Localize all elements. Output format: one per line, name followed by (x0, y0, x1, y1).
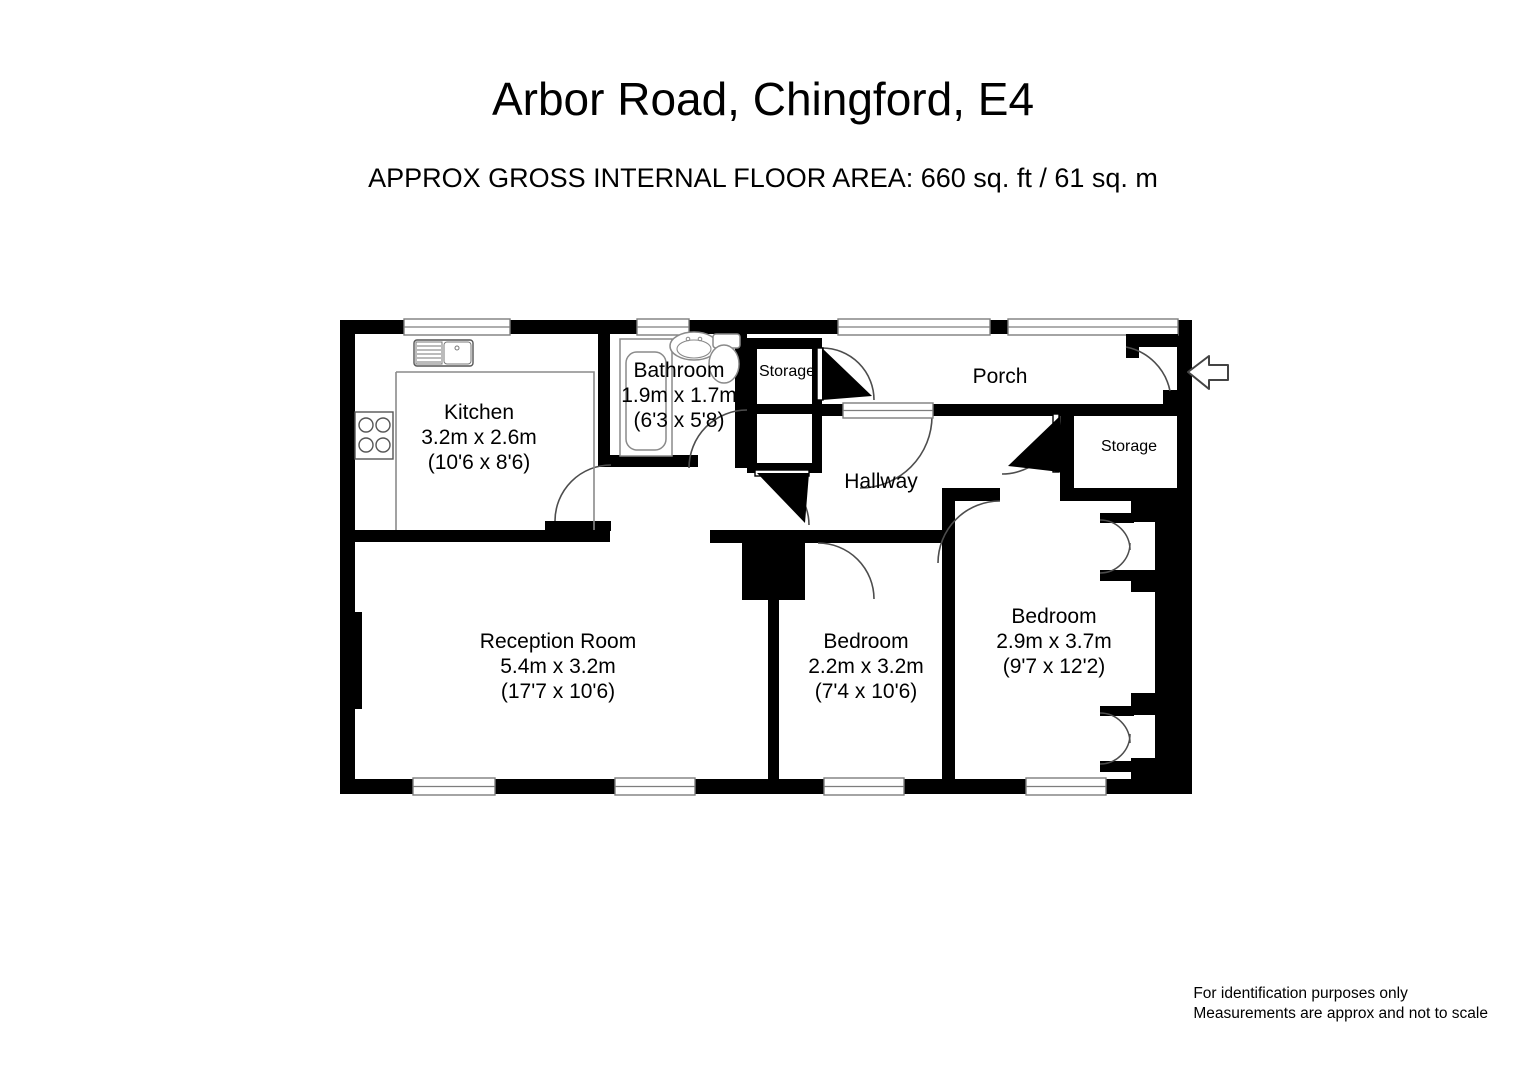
page-title: Arbor Road, Chingford, E4 (491, 73, 1035, 125)
wardrobe-door-swings (1099, 519, 1131, 765)
room-dimensions-metric: 3.2m x 2.6m (421, 426, 537, 449)
window-bedroom-small-bottom (823, 777, 905, 796)
room-dimensions-metric: 5.4m x 3.2m (500, 655, 616, 678)
room-dimensions-imperial: (7'4 x 10'6) (814, 680, 918, 703)
room-name: Bedroom (823, 630, 909, 653)
kitchen-fixtures (354, 339, 595, 530)
room-dimensions-imperial: (17'7 x 10'6) (500, 680, 616, 703)
bathroom-fixtures (619, 331, 741, 457)
window-porch-top-right (1007, 318, 1179, 336)
room-dimensions-metric: 2.9m x 3.7m (996, 630, 1112, 653)
window-reception-bottom-left (412, 777, 496, 796)
room-label-bathroom: Bathroom 1.9m x 1.7m (6'3 x 5'8) (621, 358, 737, 433)
window-porch-top-left (837, 318, 991, 336)
area-name: Storage (758, 363, 816, 380)
area-name: Porch (972, 365, 1028, 388)
hob-icon (354, 411, 394, 460)
room-label-kitchen: Kitchen 3.2m x 2.6m (10'6 x 8'6) (421, 400, 537, 475)
room-label-bedroom-main: Bedroom 2.9m x 3.7m (9'7 x 12'2) (996, 604, 1112, 679)
area-name: Hallway (844, 470, 918, 493)
interior-walls (340, 320, 1178, 780)
room-dimensions-imperial: (10'6 x 8'6) (427, 451, 531, 474)
door-arc-storage-hall-upper (821, 347, 875, 401)
room-label-bedroom-small: Bedroom 2.2m x 3.2m (7'4 x 10'6) (808, 629, 924, 704)
window-reception-bottom-right (614, 777, 696, 796)
room-label-reception-room: Reception Room 5.4m x 3.2m (17'7 x 10'6) (480, 629, 636, 704)
windows-top (403, 318, 1179, 336)
windows-bottom (412, 777, 1107, 796)
area-name: Storage (1100, 438, 1158, 455)
window-bedroom-main-bottom (1025, 777, 1107, 796)
room-dimensions-imperial: (9'7 x 12'2) (1002, 655, 1106, 678)
area-label-storage-hall: Storage (759, 362, 815, 381)
door-arc-bedroom-small (817, 542, 875, 600)
room-dimensions-metric: 2.2m x 3.2m (808, 655, 924, 678)
area-label-storage-bedroom: Storage (1101, 437, 1157, 456)
room-name: Bedroom (1011, 605, 1097, 628)
disclaimer-line-1: For identification purposes only (1193, 985, 1408, 1002)
area-label-hallway: Hallway (844, 469, 918, 494)
wash-basin-icon (669, 331, 719, 361)
door-arc-kitchen (554, 464, 612, 522)
room-name: Kitchen (443, 401, 515, 424)
disclaimer: For identification purposes only Measure… (1193, 984, 1488, 1024)
toilet-icon (708, 333, 741, 384)
door-arc-bedroom-main (937, 500, 1001, 564)
area-label-porch: Porch (973, 364, 1028, 389)
room-name: Reception Room (479, 630, 637, 653)
window-porch-internal (842, 402, 934, 419)
door-hinges (757, 348, 1060, 523)
window-kitchen-top (403, 318, 511, 336)
room-name: Bathroom (633, 359, 725, 382)
sink-icon (413, 339, 474, 367)
window-bathroom-top (636, 318, 690, 336)
room-dimensions-imperial: (6'3 x 5'8) (633, 409, 725, 432)
bathtub-icon (619, 338, 673, 457)
entrance-arrow-icon (1187, 355, 1229, 390)
room-dimensions-metric: 1.9m x 1.7m (621, 384, 737, 407)
door-arc-porch-hallway (859, 415, 933, 489)
door-arc-entrance (1125, 346, 1171, 392)
door-arc-bathroom (688, 409, 748, 469)
floor-area-subtitle: APPROX GROSS INTERNAL FLOOR AREA: 660 sq… (368, 163, 1158, 193)
disclaimer-line-2: Measurements are approx and not to scale (1193, 1005, 1488, 1022)
